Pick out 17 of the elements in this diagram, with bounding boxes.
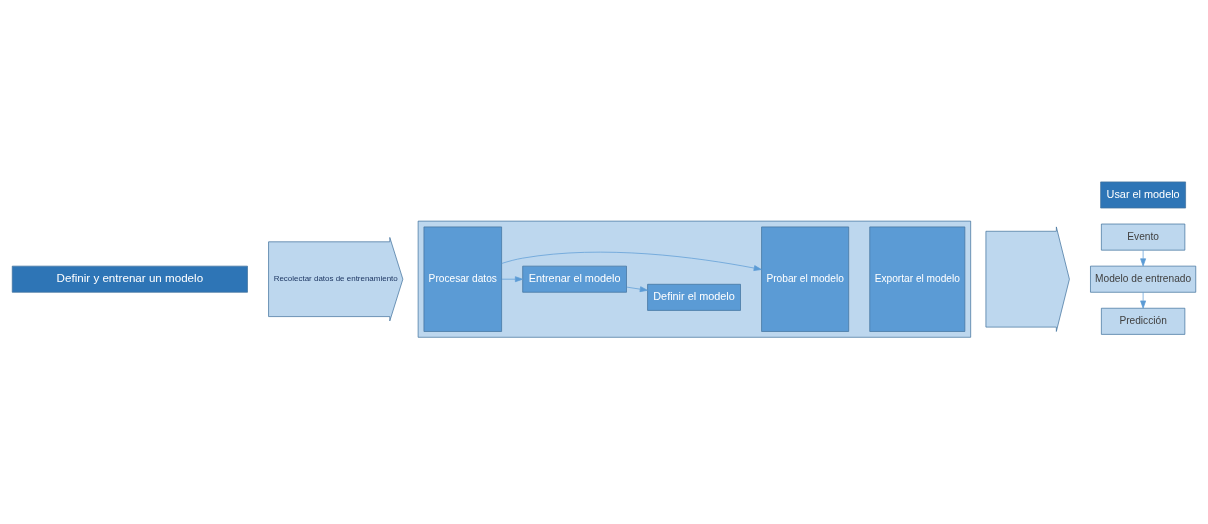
node-box: Usar el modelo [1100, 181, 1186, 208]
arrow [1140, 249, 1147, 266]
node-box: Exportar el modelo [869, 226, 966, 332]
node-box: Procesar datos [423, 226, 502, 332]
node-box: Definir el modelo [647, 283, 741, 311]
arrow [626, 285, 648, 292]
arrow [1140, 291, 1147, 309]
node-box: Evento [1101, 223, 1186, 251]
node-box: Predicción [1101, 307, 1186, 335]
node-box: Modelo de entrenado [1090, 265, 1197, 293]
arrow [501, 275, 523, 282]
arrow [501, 251, 762, 271]
node-arrow [985, 226, 1070, 332]
cluster [417, 220, 972, 338]
node-box: Probar el modelo [761, 226, 850, 332]
node-box: Definir y entrenar un modelo [11, 265, 248, 293]
node-box: Entrenar el modelo [522, 265, 627, 293]
